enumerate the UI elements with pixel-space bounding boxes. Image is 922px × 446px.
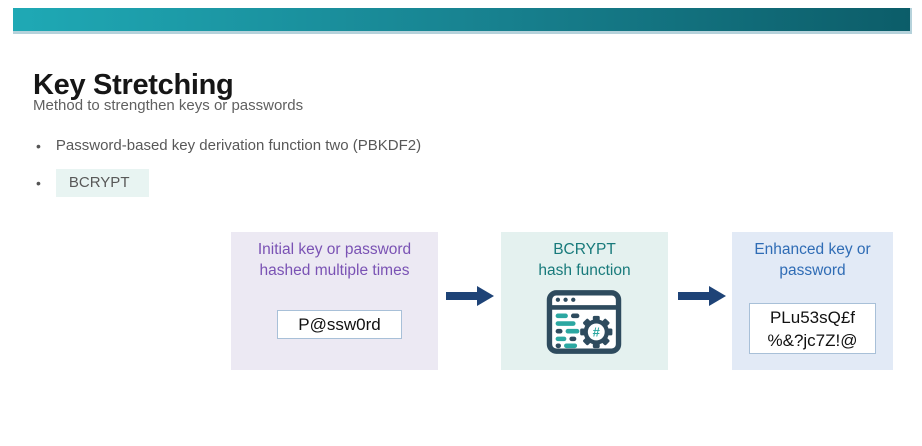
input-stage-label-line2: hashed multiple times <box>259 262 410 279</box>
input-stage-label: Initial key or password hashed multiple … <box>231 232 438 281</box>
bullet-dot-icon: • <box>36 137 41 154</box>
arrow-right-icon <box>446 292 477 300</box>
output-stage-label-line2: password <box>779 262 846 279</box>
code-window-hash-gear-icon: # <box>545 289 623 355</box>
process-stage-label: BCRYPT hash function <box>501 232 668 281</box>
bullet-item-pbkdf2: • Password-based key derivation function… <box>36 137 421 154</box>
process-stage-box: BCRYPT hash function <box>501 232 668 370</box>
page-subtitle: Method to strengthen keys or passwords <box>33 97 304 114</box>
hash-value-line2: %&?jc7Z!@ <box>767 330 858 350</box>
process-stage-label-line1: BCRYPT <box>553 241 616 258</box>
svg-text:#: # <box>593 325 601 340</box>
input-stage-box: Initial key or password hashed multiple … <box>231 232 438 370</box>
flow-arrow-input-to-process <box>446 286 494 306</box>
process-stage-label-line2: hash function <box>538 262 631 279</box>
bullet-text: Password-based key derivation function t… <box>55 137 422 154</box>
flow-arrow-process-to-output <box>678 286 726 306</box>
password-value: P@ssw0rd <box>298 314 381 334</box>
top-accent-bar <box>13 8 912 34</box>
page-title: Key Stretching <box>33 69 234 102</box>
bullet-dot-icon: • <box>36 175 41 191</box>
bullet-item-bcrypt: • BCRYPT <box>36 169 150 197</box>
output-stage-box: Enhanced key or password PLu53sQ£f %&?jc… <box>732 232 893 370</box>
hash-value-line1: PLu53sQ£f <box>769 307 856 327</box>
arrow-right-icon <box>678 292 709 300</box>
hash-value-box: PLu53sQ£f %&?jc7Z!@ <box>749 303 876 354</box>
password-value-box: P@ssw0rd <box>277 310 402 339</box>
output-stage-label: Enhanced key or password <box>732 232 893 281</box>
input-stage-label-line1: Initial key or password <box>257 241 412 258</box>
arrow-head-icon <box>709 286 726 306</box>
arrow-head-icon <box>477 286 494 306</box>
bullet-text-highlighted: BCRYPT <box>55 169 150 197</box>
output-stage-label-line1: Enhanced key or <box>754 241 871 258</box>
